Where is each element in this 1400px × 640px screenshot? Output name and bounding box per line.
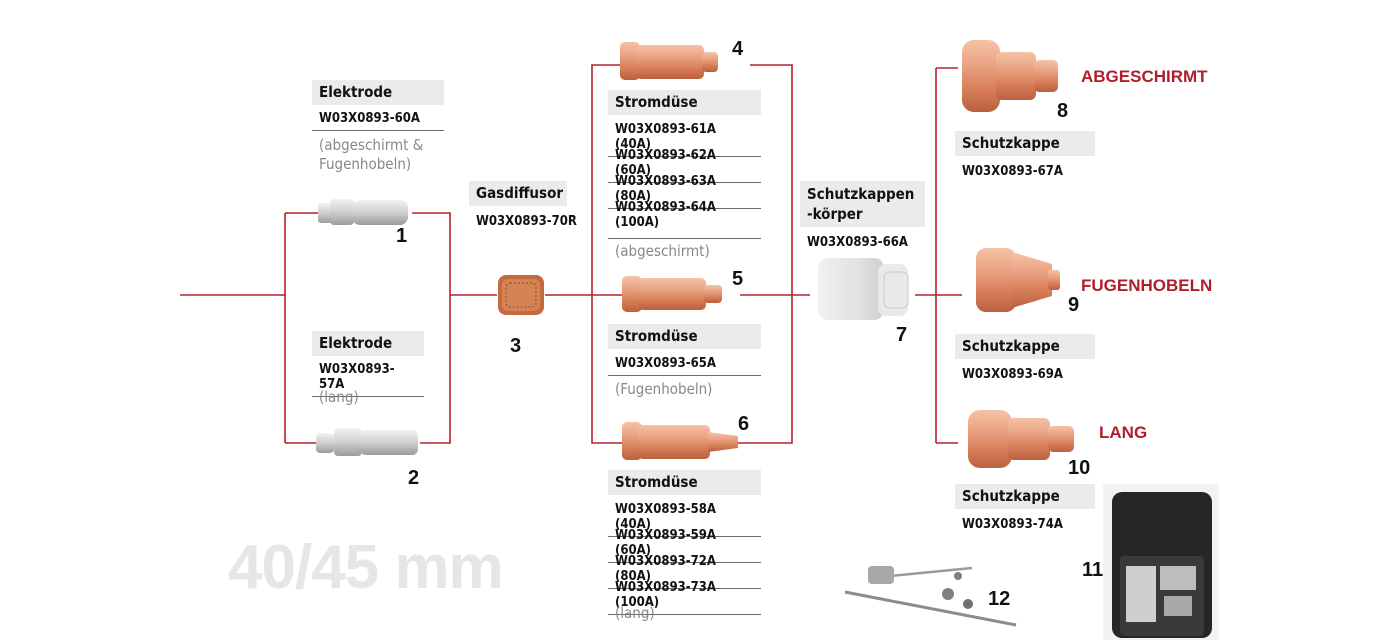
variant-lang: LANG: [1099, 423, 1148, 442]
part-6-code-3: W03X0893-72A (80A): [608, 550, 761, 589]
shield-cap-8-image: [962, 40, 1058, 112]
part-10-title: Schutzkappe: [955, 484, 1095, 509]
part-8-title: Schutzkappe: [955, 131, 1095, 156]
gas-diffuser-3-image: [498, 275, 544, 315]
connector-electrode-bracket: [412, 212, 451, 444]
part-6-title: Stromdüse: [608, 470, 761, 495]
part-2-title: Elektrode: [312, 331, 424, 356]
nozzle-5-image: [622, 276, 722, 312]
shield-cap-9-image: [976, 248, 1060, 312]
part-10-code: W03X0893-74A: [962, 517, 1063, 532]
part-5-title: Stromdüse: [608, 324, 761, 349]
part-3-code: W03X0893-70R: [476, 214, 577, 229]
part-4-code-2: W03X0893-62A (60A): [608, 144, 761, 183]
part-3-number: 3: [510, 335, 522, 357]
part-9-number: 9: [1068, 294, 1080, 316]
part-5-number: 5: [732, 268, 744, 290]
part-9-title: Schutzkappe: [955, 334, 1095, 359]
part-4-code-1: W03X0893-61A (40A): [608, 118, 761, 157]
part-6-code-1: W03X0893-58A (40A): [608, 498, 761, 537]
part-4-note: (abgeschirmt): [615, 242, 710, 260]
part-2-code: W03X0893-57A: [312, 358, 424, 397]
connector-nozzle-bracket: [735, 64, 793, 444]
part-12-number: 12: [988, 588, 1011, 610]
part-1-note: (abgeschirmt & Fugenhobeln): [319, 136, 424, 173]
part-3-title: Gasdiffusor: [469, 181, 567, 206]
variant-abgeschirmt: ABGESCHIRMT: [1081, 67, 1208, 86]
shield-cap-10-image: [968, 410, 1074, 468]
part-9-code: W03X0893-69A: [962, 367, 1063, 382]
part-8-code: W03X0893-67A: [962, 164, 1063, 179]
part-2-number: 2: [408, 467, 420, 489]
variant-fugenhobeln: FUGENHOBELN: [1081, 276, 1213, 295]
part-5-note: (Fugenhobeln): [615, 380, 713, 398]
part-6-number: 6: [738, 413, 750, 435]
part-4-title: Stromdüse: [608, 90, 761, 115]
part-1-code: W03X0893-60A: [312, 107, 444, 131]
part-7-title: Schutzkappen-körper: [800, 181, 925, 227]
part-6-note: (lang): [615, 604, 655, 622]
circle-guide-12-image: [844, 566, 1017, 627]
connector-to-6: [591, 295, 622, 444]
part-4-number: 4: [732, 38, 744, 60]
nozzle-4-image: [620, 42, 718, 80]
part-2-note: (lang): [319, 388, 359, 406]
part-1-title: Elektrode: [312, 80, 444, 105]
electrode-1-image: [318, 199, 408, 225]
part-10-number: 10: [1068, 457, 1091, 479]
connector-lines: [180, 64, 962, 444]
part-6-code-4: W03X0893-73A (100A): [608, 576, 761, 615]
part-1-number: 1: [396, 225, 408, 247]
part-6-code-2: W03X0893-59A (60A): [608, 524, 761, 563]
part-8-number: 8: [1057, 100, 1069, 122]
part-7-code: W03X0893-66A: [807, 235, 908, 250]
part-7-number: 7: [896, 324, 908, 346]
cap-body-7-image: [818, 258, 909, 320]
electrode-2-image: [316, 428, 418, 456]
part-4-code-4: W03X0893-64A (100A): [608, 196, 761, 239]
size-label: 40/45 mm: [228, 533, 504, 602]
part-11-number: 11: [1082, 559, 1104, 581]
part-5-code: W03X0893-65A: [608, 352, 761, 376]
nozzle-6-image: [622, 422, 738, 460]
tool-case-11-image: [1103, 484, 1219, 640]
connector-to-4: [591, 64, 620, 295]
part-4-code-3: W03X0893-63A (80A): [608, 170, 761, 209]
